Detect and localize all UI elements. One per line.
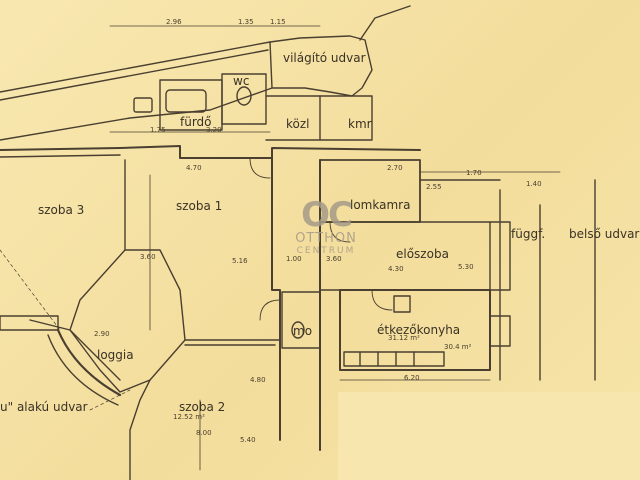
- label-furdo: fürdő: [180, 115, 212, 129]
- wall-light-well-right: [359, 5, 411, 41]
- label-belso-udvar: belső udvar: [569, 227, 640, 241]
- wall-kitchen: [339, 289, 491, 371]
- balcony-rail: [0, 315, 59, 331]
- dim-label: 5.16: [232, 257, 248, 265]
- dim-label: 1.70: [466, 169, 482, 177]
- dim-label: 2.90: [94, 330, 110, 338]
- label-kozl: közl: [286, 117, 310, 131]
- wall-loggia: [29, 249, 186, 393]
- watermark: OC OTTHON CENTRUM: [291, 198, 361, 257]
- dim-label: 1.75: [150, 126, 166, 134]
- wall-szoba2: [129, 339, 281, 480]
- dim-label: 4.30: [388, 265, 404, 273]
- hatch-line-2: [89, 389, 131, 411]
- wall-divider-szoba3: [69, 159, 126, 381]
- wall-top-angled-inner: [0, 49, 269, 101]
- watermark-line2: CENTRUM: [296, 246, 356, 256]
- dim-label: 3.60: [140, 253, 156, 261]
- dim-label: 4.80: [250, 376, 266, 384]
- dim-label: 3.60: [326, 255, 342, 263]
- dim-label: 1.35: [238, 18, 254, 26]
- dim-label: 30.4 m²: [444, 343, 472, 351]
- dim-label: 1.40: [526, 180, 542, 188]
- dim-label: 3.20: [206, 126, 222, 134]
- label-lomkamra: lomkamra: [350, 198, 411, 212]
- hatch-line-1: [0, 249, 61, 331]
- door-arc-4: [259, 299, 281, 321]
- label-wc: wc: [233, 74, 250, 88]
- label-foggf: függf.: [511, 227, 546, 241]
- label-vilagito-udvar: világító udvar: [283, 51, 366, 65]
- door-arc-2: [329, 221, 351, 243]
- blank-area: [338, 392, 640, 480]
- watermark-monogram: OC: [301, 195, 353, 235]
- kitchen-table: [393, 295, 411, 313]
- label-etkezokonyha: étkezőkonyha: [377, 323, 461, 337]
- dim-label: 6.20: [404, 374, 420, 382]
- dim-label: 5.30: [458, 263, 474, 271]
- dim-label: 31.12 m²: [388, 334, 420, 342]
- wall-wc: [221, 73, 267, 125]
- dim-label: 12.52 m²: [173, 413, 205, 421]
- sink: [133, 97, 153, 113]
- wall-vertical-center: [271, 157, 281, 441]
- dim-label: 2.55: [426, 183, 442, 191]
- label-kmr: kmr: [348, 117, 372, 131]
- wall-main-horizontal-inner: [0, 154, 121, 158]
- label-szoba1: szoba 1: [176, 199, 223, 213]
- wall-right-outer: [419, 179, 511, 291]
- kitchen-window: [489, 315, 511, 347]
- pantry-fixture: [291, 321, 305, 339]
- label-szoba2: szoba 2: [179, 400, 226, 414]
- dim-label: 1.15: [270, 18, 286, 26]
- wall-pantry: [281, 291, 321, 349]
- wall-corridor: [265, 95, 321, 141]
- kitchen-counter: [343, 351, 445, 367]
- label-u-alaku-udvar: u" alakú udvar: [0, 400, 88, 414]
- toilet: [236, 86, 252, 106]
- door-arc-1: [249, 157, 271, 179]
- bathtub: [165, 89, 207, 113]
- wall-loggia-arc-2: [47, 334, 119, 406]
- wall-main-horizontal: [0, 145, 421, 159]
- wall-light-well: [269, 35, 373, 97]
- label-mo: mo: [293, 324, 313, 338]
- dim-label: 2.96: [166, 18, 182, 26]
- wall-top-angled: [0, 41, 273, 141]
- watermark-line1: OTTHON: [295, 231, 357, 246]
- dim-label: 4.70: [186, 164, 202, 172]
- door-arc-3: [371, 289, 393, 311]
- label-loggia: loggia: [97, 348, 134, 362]
- wall-kmr: [319, 95, 373, 141]
- label-szoba3: szoba 3: [38, 203, 85, 217]
- dim-label: 2.70: [387, 164, 403, 172]
- wall-loggia-arc: [56, 328, 122, 397]
- dim-label: 8.00: [196, 429, 212, 437]
- dim-label: 1.00: [286, 255, 302, 263]
- dim-label: 5.40: [240, 436, 256, 444]
- label-eloszoba: előszoba: [396, 247, 449, 261]
